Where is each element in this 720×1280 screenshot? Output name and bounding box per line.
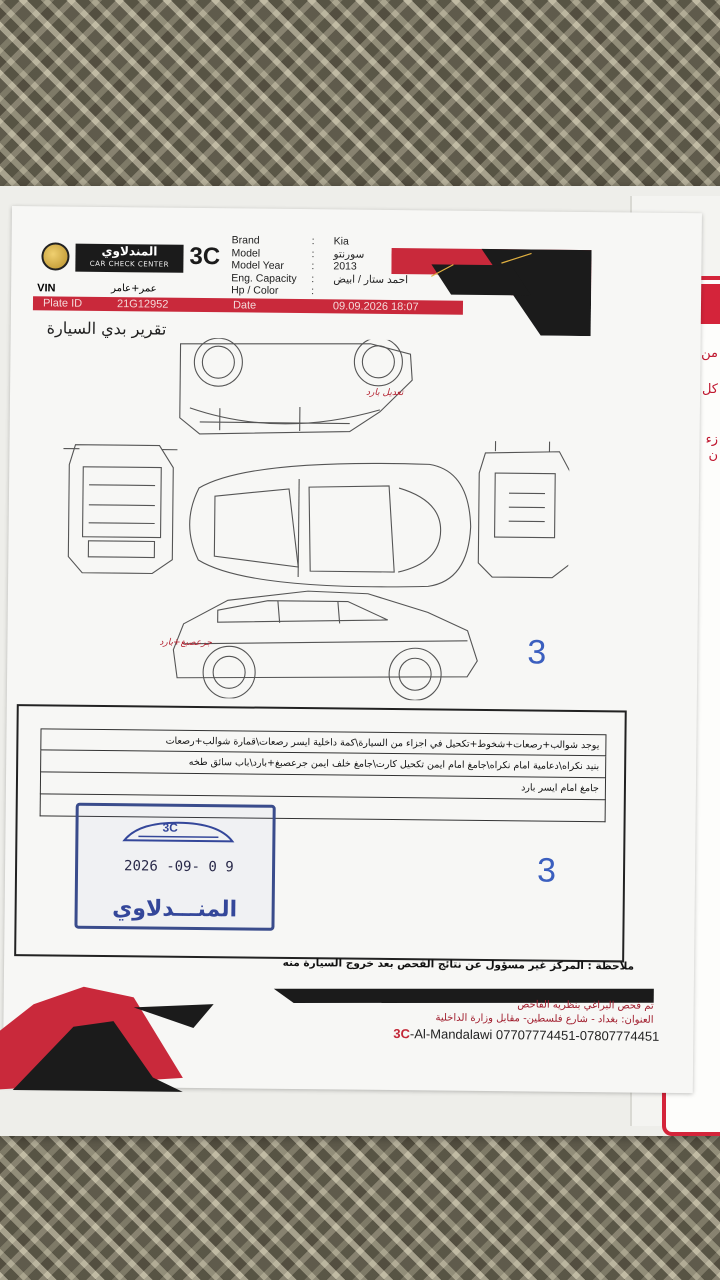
car-view-overhead [189,462,472,588]
footer-address: العنوان: بغداد - شارع فلسطين- مقابل وزار… [435,1012,654,1026]
center-logo: المندلاوي CAR CHECK CENTER 3C [41,242,241,274]
car-view-side [172,590,478,701]
header-graphic [391,247,592,337]
side-text-2: كل [701,382,718,397]
mark-diagram: 3 [527,633,547,672]
field-label-capacity: Eng. Capacity [231,271,297,285]
field-label-model: Model [231,246,261,260]
mark-notes: 3 [536,851,557,890]
logo-emblem-icon [41,242,70,271]
footer-brand: 3C [393,1026,411,1042]
car-view-top [179,337,413,435]
side-text-1: من [701,346,718,361]
car-view-rear [477,441,571,579]
stamp-name: المنـــدلاوي [112,896,238,923]
footer-line-1: تم فحص البراغي بنظريه الفاحص [517,999,654,1012]
annotation-side-view: جرعصبغ+بارد [159,637,212,649]
plate-label: Plate ID [42,297,83,310]
stamp-brand: 3C [162,820,178,835]
car-view-front [63,444,178,575]
official-stamp: 3C 2026 -09- 0 9 المنـــدلاوي [74,802,276,931]
inspection-sheet: المندلاوي CAR CHECK CENTER 3C Brand Mode… [0,206,702,1094]
logo-badge: المندلاوي CAR CHECK CENTER [75,243,184,273]
footer-phone: 3C-Al-Mandalawi 07707774451-07807774451 [393,1026,659,1044]
field-label-year: Model Year [231,259,284,272]
field-labels: Brand Model Model Year Eng. Capacity Hp … [231,234,332,298]
footer-graphic [0,986,654,1092]
date-label: Date [232,299,257,312]
logo-english: CAR CHECK CENTER [89,259,170,269]
annotation-top-view: تعديل بارد [366,387,404,399]
logo-arabic: المندلاوي [101,243,158,259]
vin-value: عمر+عامر [111,283,157,295]
car-diagram [63,337,571,701]
field-label-color: Hp / Color [231,284,279,297]
footer-phone-text: -Al-Mandalawi 07707774451-07807774451 [409,1026,660,1044]
logo-3c: 3C [189,242,221,271]
vin-label: VIN [37,282,56,295]
plate-value: 21G12952 [116,298,169,311]
date-value: 09.09.2026 18:07 [332,300,419,314]
stamp-car-icon [122,821,235,843]
side-text-4: ن [708,448,718,463]
field-label-brand: Brand [231,234,260,247]
side-text-3: زء [705,432,718,447]
stamp-date: 2026 -09- 0 9 [124,858,234,876]
